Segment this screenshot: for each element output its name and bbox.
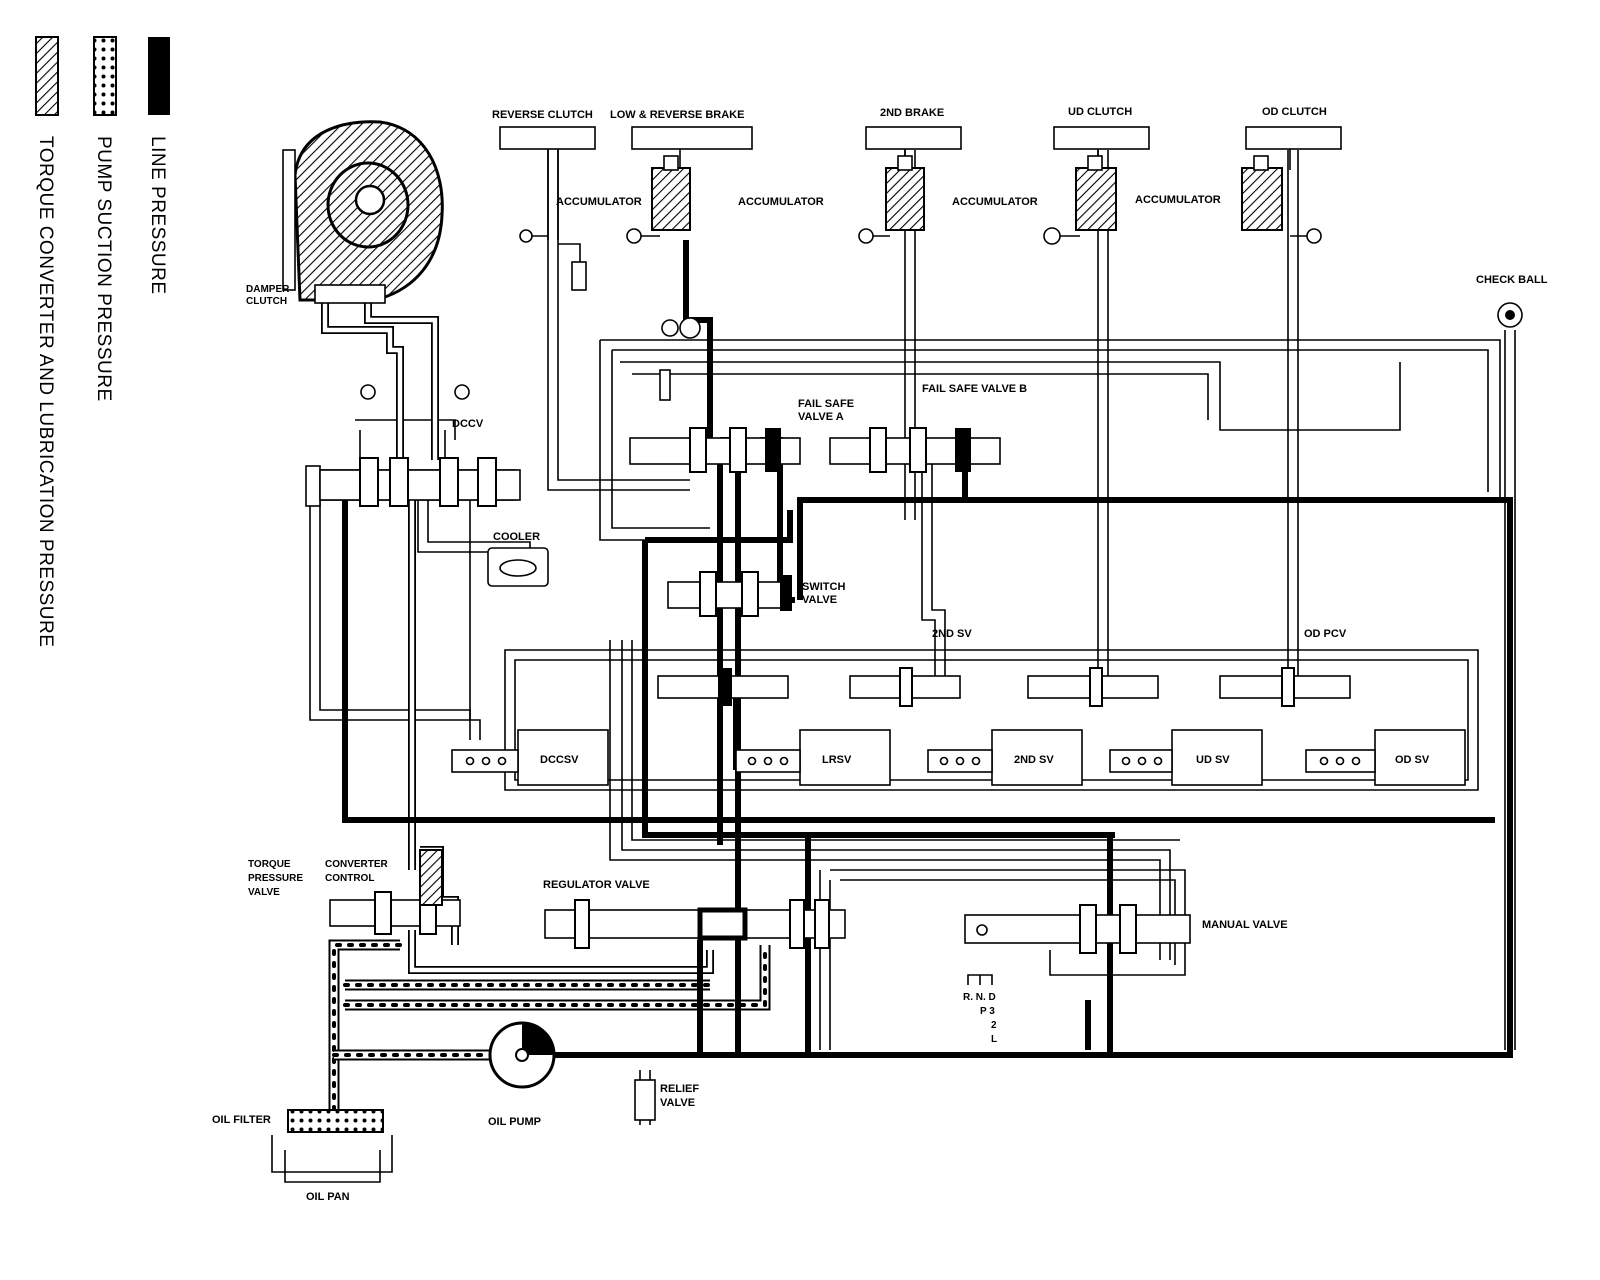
label-fail-safe-a-2: VALVE A — [798, 411, 844, 423]
label-dccsv: DCCSV — [540, 754, 579, 766]
label-dccv: DCCV — [452, 418, 484, 430]
label-relief-2: VALVE — [660, 1097, 695, 1109]
labels: REVERSE CLUTCH LOW & REVERSE BRAKE 2ND B… — [212, 106, 1548, 1203]
suction-circuits — [328, 939, 771, 1112]
label-lrsv: LRSV — [822, 754, 852, 766]
label-torque-pressure-2: PRESSURE — [248, 873, 303, 884]
label-check-ball: CHECK BALL — [1476, 274, 1548, 286]
thin-circuits — [271, 148, 1516, 1183]
label-gear-2: 2 — [991, 1020, 997, 1031]
label-od-sv: OD SV — [1395, 754, 1430, 766]
check-ball — [1497, 302, 1523, 328]
label-regulator-valve: REGULATOR VALVE — [543, 879, 650, 891]
legend-swatch-line-pressure — [148, 37, 170, 115]
label-gear-p3: P 3 — [980, 1006, 995, 1017]
label-2nd-sv: 2ND SV — [1014, 754, 1054, 766]
label-reverse-clutch: REVERSE CLUTCH — [492, 109, 593, 121]
legend-pump-suction-pressure: PUMP SUCTION PRESSURE — [93, 136, 114, 402]
label-accumulator-3: ACCUMULATOR — [952, 196, 1038, 208]
label-gear-rnd: R. N. D — [963, 992, 996, 1003]
label-oil-pan: OIL PAN — [306, 1191, 350, 1203]
legend-swatch-torque-converter — [35, 36, 59, 116]
valves — [287, 317, 1466, 1133]
label-od-clutch: OD CLUTCH — [1262, 106, 1327, 118]
label-torque-pressure-3: VALVE — [248, 887, 280, 898]
label-fail-safe-b: FAIL SAFE VALVE B — [922, 383, 1027, 395]
label-accumulator-4: ACCUMULATOR — [1135, 194, 1221, 206]
clutch-boxes — [499, 126, 1342, 240]
label-converter-control-2: CONTROL — [325, 873, 374, 884]
label-switch-valve-1: SWITCH — [802, 581, 845, 593]
label-oil-pump: OIL PUMP — [488, 1116, 541, 1128]
label-relief-1: RELIEF — [660, 1083, 699, 1095]
label-manual-valve: MANUAL VALVE — [1202, 919, 1288, 931]
label-2nd-brake: 2ND BRAKE — [880, 107, 944, 119]
label-accumulator-2: ACCUMULATOR — [738, 196, 824, 208]
legend-line-pressure: LINE PRESSURE — [147, 136, 168, 295]
label-fail-safe-a-1: FAIL SAFE — [798, 398, 854, 410]
legend-swatch-pump-suction — [93, 36, 117, 116]
torque-converter — [282, 120, 444, 304]
label-ud-clutch: UD CLUTCH — [1068, 106, 1132, 118]
label-2nd-sv-top: 2ND SV — [932, 628, 972, 640]
label-converter-control-1: CONVERTER — [325, 859, 389, 870]
label-gear-l: L — [991, 1034, 997, 1045]
label-cooler: COOLER — [493, 531, 540, 543]
label-od-pcv: OD PCV — [1304, 628, 1347, 640]
label-damper-2: CLUTCH — [246, 296, 287, 307]
legend: LINE PRESSURE PUMP SUCTION PRESSURE TORQ… — [35, 36, 170, 647]
legend-torque-converter-lubrication: TORQUE CONVERTER AND LUBRICATION PRESSUR… — [35, 136, 56, 647]
label-switch-valve-2: VALVE — [802, 594, 837, 606]
accumulators — [519, 155, 1322, 291]
label-torque-pressure-1: TORQUE — [248, 859, 291, 870]
line-pressure-circuits — [342, 240, 1513, 1058]
label-damper-1: DAMPER — [246, 284, 290, 295]
lubrication-circuits — [321, 300, 714, 974]
label-low-reverse-brake: LOW & REVERSE BRAKE — [610, 109, 744, 121]
label-ud-sv: UD SV — [1196, 754, 1230, 766]
label-accumulator-1: ACCUMULATOR — [556, 196, 642, 208]
label-oil-filter: OIL FILTER — [212, 1114, 271, 1126]
